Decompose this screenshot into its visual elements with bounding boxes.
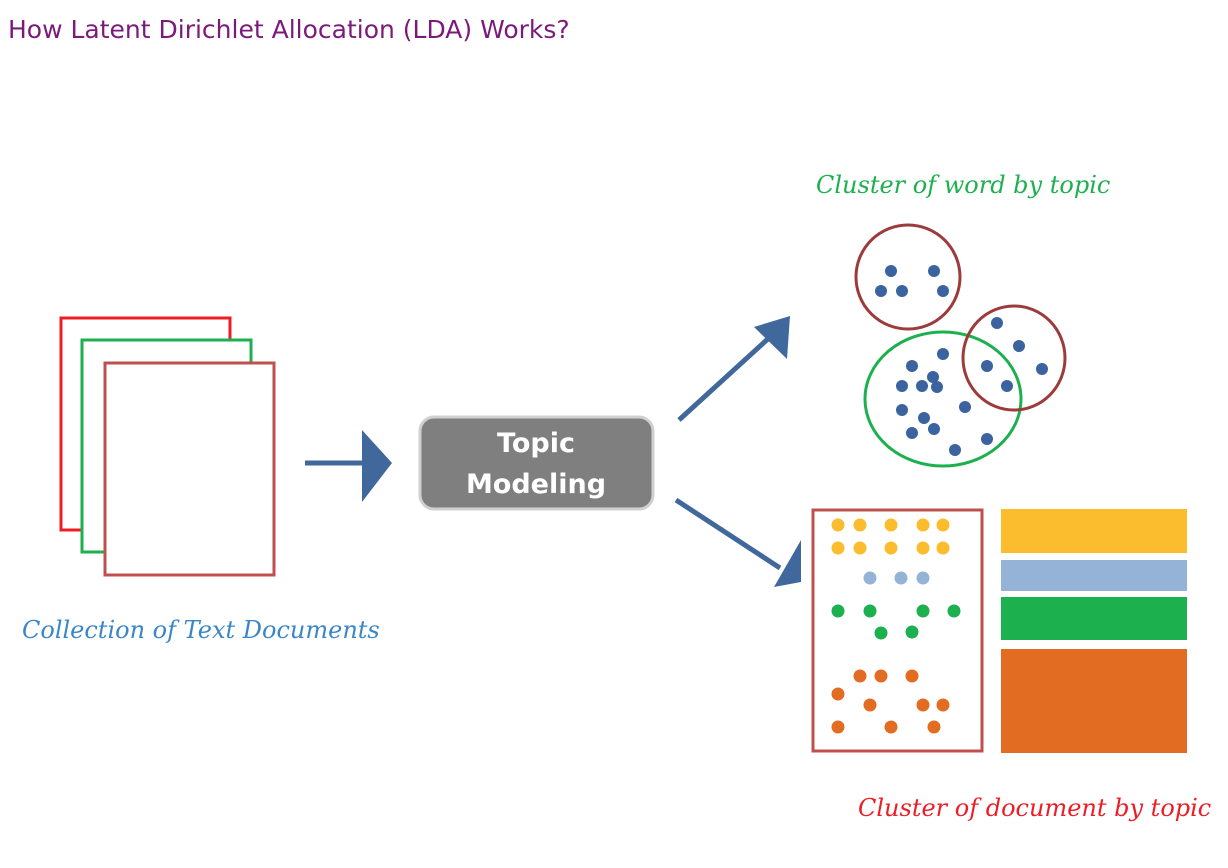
word-dot xyxy=(927,371,939,383)
word-dot xyxy=(959,401,971,413)
word-dot xyxy=(918,412,930,424)
document-dot-orange xyxy=(916,698,930,712)
topic-modeling-label-line1: Topic xyxy=(497,428,575,459)
document-cluster-label: Cluster of document by topic xyxy=(858,794,1211,822)
word-cluster-group xyxy=(854,223,1067,468)
topic-modeling-label-line2: Modeling xyxy=(466,469,606,500)
document-front xyxy=(103,361,276,577)
word-dot xyxy=(885,265,897,277)
lower-arrow-head xyxy=(774,540,801,587)
document-dot-green xyxy=(905,625,919,639)
word-dot xyxy=(875,285,887,297)
page-title: How Latent Dirichlet Allocation (LDA) Wo… xyxy=(8,15,570,44)
document-dot-yellow xyxy=(884,541,898,555)
document-dot-green xyxy=(916,604,930,618)
word-dot xyxy=(906,360,918,372)
word-dot xyxy=(896,380,908,392)
document-topic-dots xyxy=(831,518,961,734)
word-dot xyxy=(928,423,940,435)
upper-arrow-head xyxy=(754,316,790,359)
topic-bar-green xyxy=(1001,597,1187,640)
word-dot xyxy=(1036,363,1048,375)
diagonal-arrow-icon xyxy=(674,497,801,587)
document-dot-yellow xyxy=(916,518,930,532)
document-dot-green xyxy=(874,626,888,640)
document-dot-green xyxy=(863,604,877,618)
word-dot xyxy=(981,360,993,372)
topic-bar-orange xyxy=(1001,649,1187,753)
topic-modeling-box: Topic Modeling xyxy=(418,415,655,511)
word-dot xyxy=(1001,380,1013,392)
upper-arrow-shaft xyxy=(677,335,772,422)
document-dot-orange xyxy=(853,669,867,683)
word-dots xyxy=(875,265,1048,456)
document-dot-orange xyxy=(874,669,888,683)
document-dot-green xyxy=(947,604,961,618)
diagonal-arrow-icon xyxy=(677,316,790,422)
word-dot xyxy=(949,444,961,456)
word-dot xyxy=(931,381,943,393)
arrow-head xyxy=(362,430,392,502)
document-dot-light-blue xyxy=(894,571,908,585)
topic-modeling-box-bg xyxy=(418,415,655,511)
document-dot-yellow xyxy=(853,541,867,555)
word-dot xyxy=(991,317,1003,329)
word-dot xyxy=(981,433,993,445)
document-dot-yellow xyxy=(884,518,898,532)
word-dot xyxy=(906,427,918,439)
word-cluster-circle-right xyxy=(961,304,1067,412)
lower-arrow-shaft xyxy=(674,497,782,571)
document-dot-orange xyxy=(863,698,877,712)
document-dot-light-blue xyxy=(863,571,877,585)
document-stack-icon xyxy=(59,316,276,577)
document-dot-green xyxy=(831,604,845,618)
document-dot-orange xyxy=(831,687,845,701)
topic-bar-light-blue xyxy=(1001,560,1187,591)
word-dot xyxy=(937,348,949,360)
document-dot-yellow xyxy=(853,518,867,532)
word-dot xyxy=(896,404,908,416)
word-dot xyxy=(1013,340,1025,352)
document-dot-yellow xyxy=(936,518,950,532)
document-dot-yellow xyxy=(916,541,930,555)
word-dot xyxy=(916,380,928,392)
right-arrow-icon xyxy=(305,430,392,502)
document-dot-orange xyxy=(927,720,941,734)
document-dot-yellow xyxy=(831,541,845,555)
document-dot-orange xyxy=(905,669,919,683)
word-cluster-label: Cluster of word by topic xyxy=(816,171,1110,199)
word-cluster-circle-top xyxy=(854,223,962,331)
topic-proportion-bars xyxy=(1001,509,1187,753)
word-dot xyxy=(928,265,940,277)
document-dot-yellow xyxy=(936,541,950,555)
documents-label: Collection of Text Documents xyxy=(22,616,380,644)
word-dot xyxy=(937,285,949,297)
document-dot-light-blue xyxy=(916,571,930,585)
document-dot-yellow xyxy=(831,518,845,532)
word-dot xyxy=(896,285,908,297)
document-dot-orange xyxy=(936,698,950,712)
word-cluster-circle-large xyxy=(863,330,1023,468)
topic-bar-yellow xyxy=(1001,509,1187,553)
document-dot-orange xyxy=(831,720,845,734)
document-dot-orange xyxy=(884,720,898,734)
